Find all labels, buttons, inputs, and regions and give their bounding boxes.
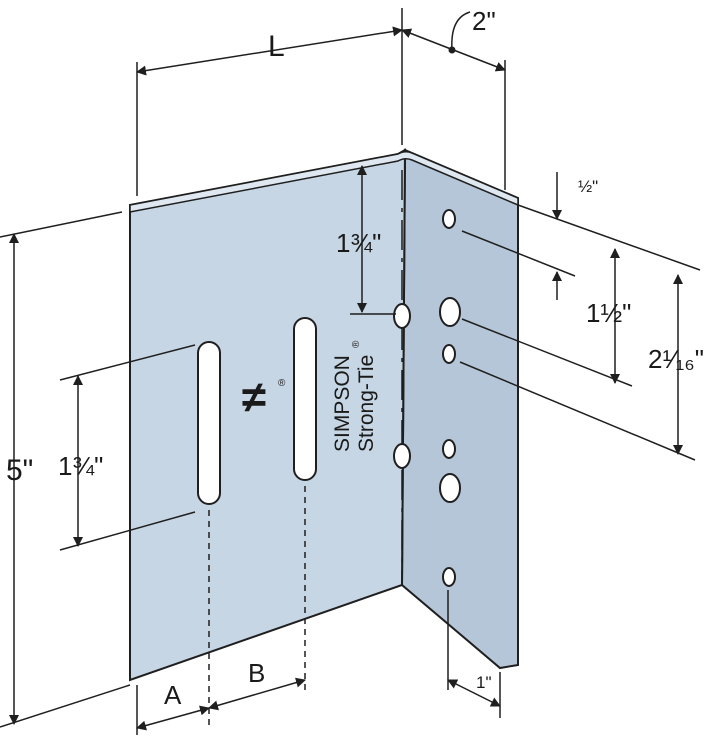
front-hole-bottom xyxy=(393,443,411,469)
dim-spacing-b: B xyxy=(248,658,265,688)
brand-line1: SIMPSON xyxy=(331,355,354,452)
dim-top-to-hole: 1¾" xyxy=(336,228,381,258)
slot-left xyxy=(197,341,221,505)
svg-text:≠: ≠ xyxy=(242,373,266,422)
svg-text:®: ® xyxy=(278,378,286,389)
brand-text: SIMPSON Strong-Tie ® xyxy=(331,340,378,452)
side-flange xyxy=(400,148,519,670)
dim-half: ½" xyxy=(578,177,598,196)
dim-one-inch: 1" xyxy=(476,673,492,692)
dim-height: 5" xyxy=(6,454,33,487)
dim-spacing-a: A xyxy=(164,680,182,710)
side-hole-5 xyxy=(439,473,461,503)
side-hole-6 xyxy=(442,567,456,587)
dim-slot-length: 1¾" xyxy=(58,451,103,481)
dim-length: L xyxy=(268,30,285,63)
front-hole-top xyxy=(393,303,411,329)
side-hole-3 xyxy=(442,344,456,364)
side-hole-1 xyxy=(442,209,456,229)
side-hole-4 xyxy=(442,439,456,459)
svg-text:®: ® xyxy=(351,340,362,348)
dim-two-one-sixteenth: 2¹⁄₁₆" xyxy=(648,344,704,374)
brand-line2: Strong-Tie xyxy=(355,355,378,452)
slot-right xyxy=(293,317,317,481)
dim-width-top: 2" xyxy=(472,6,496,36)
dim-one-half: 1½" xyxy=(586,298,631,328)
strong-tie-logo-icon: ≠ ® xyxy=(242,373,286,422)
side-hole-2 xyxy=(439,297,461,327)
